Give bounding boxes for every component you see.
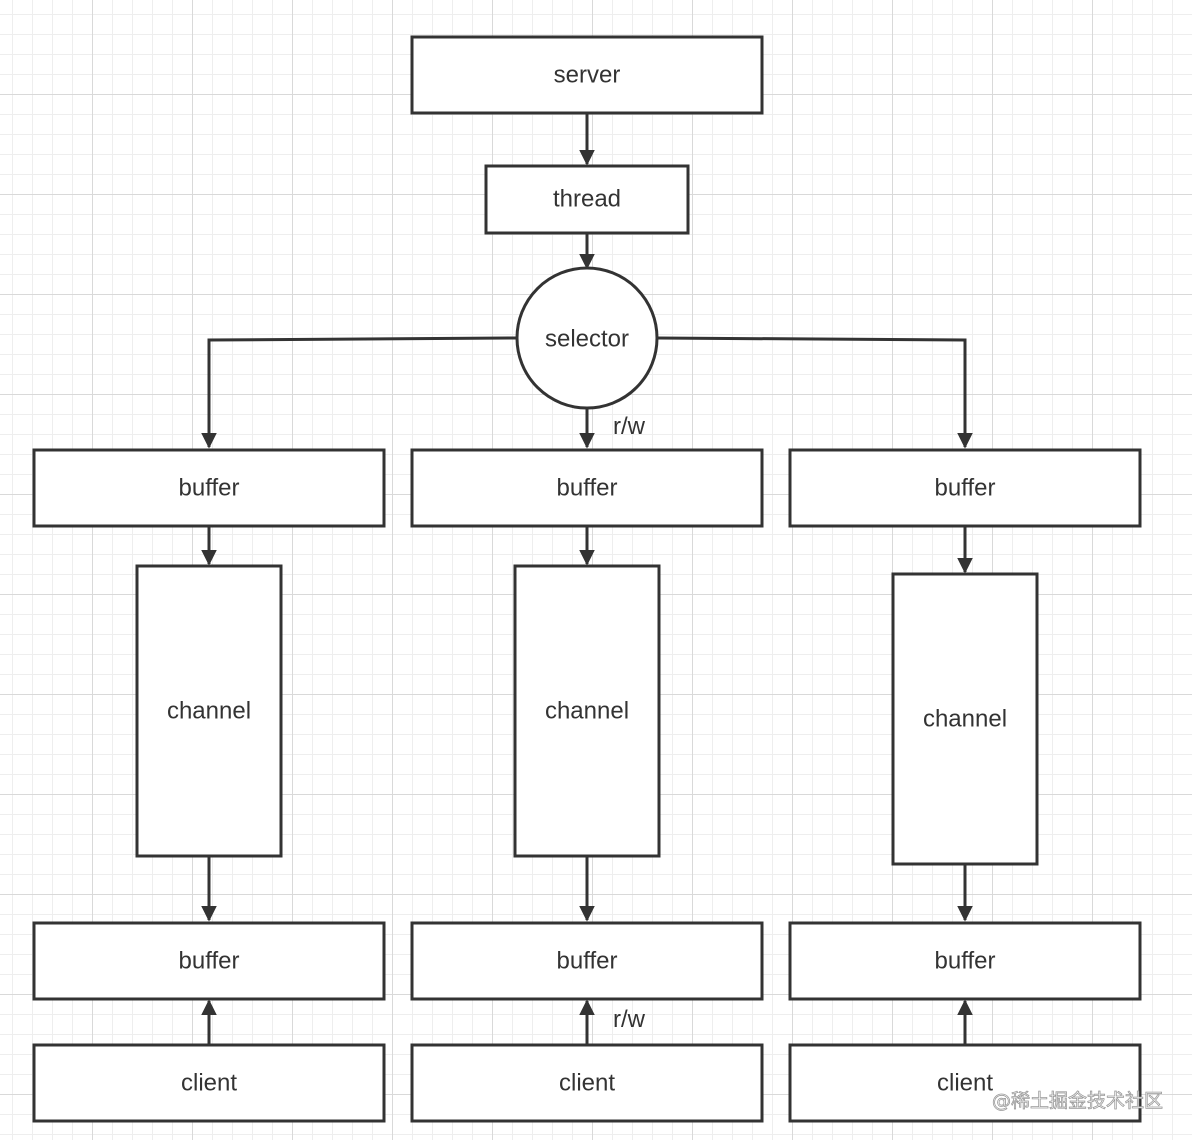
thread-label: thread: [553, 186, 621, 213]
buffer-top-center-label: buffer: [557, 475, 618, 502]
client-left-box: [32, 1043, 386, 1123]
channel-right-box: [891, 572, 1039, 866]
buffer-top-right-box: [788, 448, 1142, 528]
channel-center-label: channel: [545, 698, 629, 725]
buffer-top-center-box: [410, 448, 764, 528]
client-center-box: [410, 1043, 764, 1123]
buffer-bottom-center-box: [410, 921, 764, 1001]
client-right-label: client: [937, 1070, 993, 1097]
buffer-bottom-center-label: buffer: [557, 948, 618, 975]
buffer-bottom-right-label: buffer: [935, 948, 996, 975]
channel-right-label: channel: [923, 706, 1007, 733]
edge-selector-buffer-left: [201, 336, 518, 449]
buffer-bottom-left-box: [32, 921, 386, 1001]
edge-selector-buffer-right: [656, 336, 973, 449]
buffer-top-left-label: buffer: [179, 475, 240, 502]
selector-label: selector: [545, 326, 629, 353]
selector-circle: [515, 266, 659, 410]
server-label: server: [554, 62, 621, 89]
buffer-top-left-box: [32, 448, 386, 528]
channel-left-label: channel: [167, 698, 251, 725]
client-left-label: client: [181, 1070, 237, 1097]
buffer-bottom-right-box: [788, 921, 1142, 1001]
channel-center-box: [513, 564, 661, 858]
buffer-bottom-left-label: buffer: [179, 948, 240, 975]
buffer-top-right-label: buffer: [935, 475, 996, 502]
client-right-box: [788, 1043, 1142, 1123]
selector-buffer-rw-label: r/w: [613, 413, 646, 440]
server-box: [410, 35, 764, 115]
watermark: @稀土掘金技术社区: [992, 1090, 1163, 1112]
client-buffer-rw-label: r/w: [613, 1006, 646, 1033]
channel-left-box: [135, 564, 283, 858]
client-center-label: client: [559, 1070, 615, 1097]
thread-box: [484, 164, 690, 235]
